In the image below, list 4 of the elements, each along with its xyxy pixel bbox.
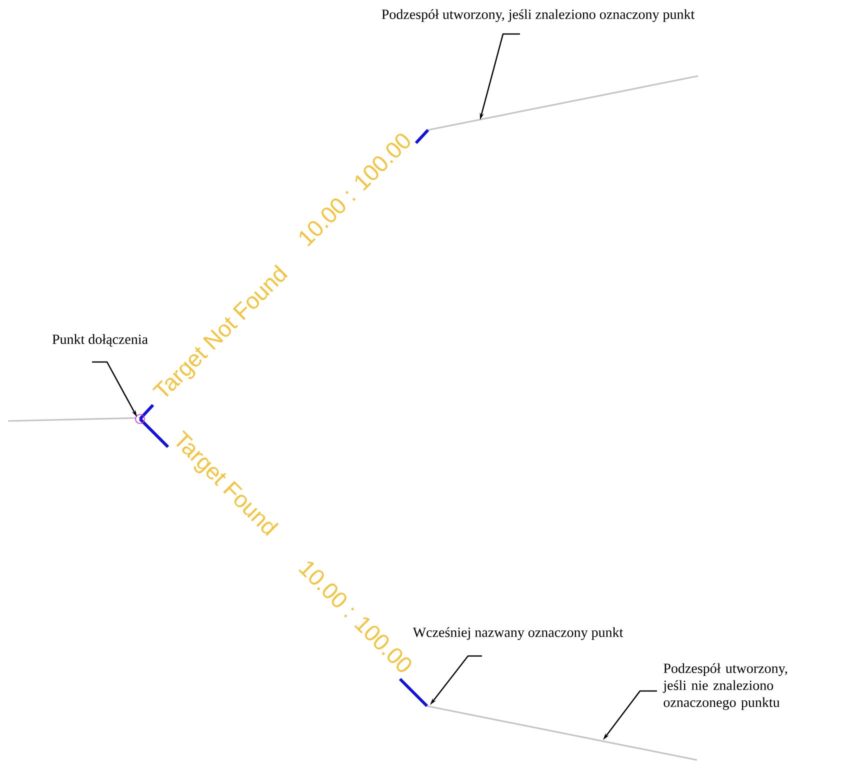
callout-text: Podzespół utworzony, jeśli znaleziono oznaczony punkt (382, 9, 695, 22)
callout-text: Podzespół utworzony, jeśli nie znaleziono oznaczonego punktu (662, 663, 788, 710)
callout-text: Punkt dołączenia (52, 334, 148, 347)
callout-text: Wcześniej nazwany oznaczony punkt (412, 627, 624, 640)
